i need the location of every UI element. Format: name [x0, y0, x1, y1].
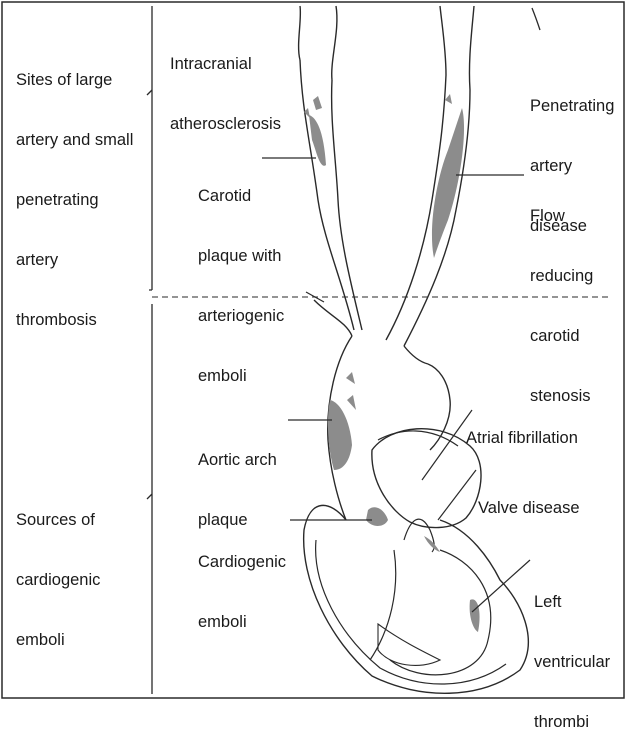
label-cardiogenic-emboli: Cardiogenic emboli — [198, 512, 286, 652]
leader-left-ventricular — [472, 560, 530, 612]
label-intracranial: Intracranial atherosclerosis — [170, 14, 281, 154]
carotid-plaque-fleck-1 — [313, 96, 322, 110]
stenosis-fleck — [445, 94, 452, 104]
penetrating-artery — [532, 8, 540, 30]
cardiogenic-emboli-mark — [366, 507, 388, 526]
valve-disease-mark — [424, 536, 440, 552]
label-carotid-plaque: Carotid plaque with arteriogenic emboli — [198, 146, 284, 406]
papillary-area — [378, 624, 440, 665]
carotid-stenosis-plaque — [432, 108, 464, 258]
aortic-plaque-flecks — [346, 372, 356, 410]
subclavian-branch — [404, 346, 428, 364]
label-left-ventricular: Left ventricular thrombi — [534, 552, 610, 752]
aortic-arch-plaque — [328, 400, 352, 470]
label-valve-disease: Valve disease — [478, 458, 580, 538]
lower-bracket — [147, 304, 152, 694]
ventricular-thrombus — [470, 599, 480, 632]
upper-bracket-tick — [147, 90, 152, 95]
intracranial-vessels — [299, 6, 337, 80]
valve — [404, 519, 434, 552]
label-sites-thrombosis: Sites of large artery and small penetrat… — [16, 30, 133, 350]
left-carotid-outer — [300, 60, 354, 330]
atrium — [372, 429, 481, 528]
left-carotid-inner — [332, 80, 362, 330]
septum — [370, 550, 396, 660]
label-flow-reducing: Flow reducing carotid stenosis — [530, 166, 593, 426]
label-cardiogenic-sources: Sources of cardiogenic emboli — [16, 470, 100, 670]
brachiocephalic-branch — [314, 300, 352, 336]
aortic-arch-right — [428, 364, 450, 450]
label-atrial-fibrillation: Atrial fibrillation — [466, 388, 578, 468]
upper-bracket — [149, 6, 152, 290]
intracranial-vessels-right — [440, 6, 474, 90]
